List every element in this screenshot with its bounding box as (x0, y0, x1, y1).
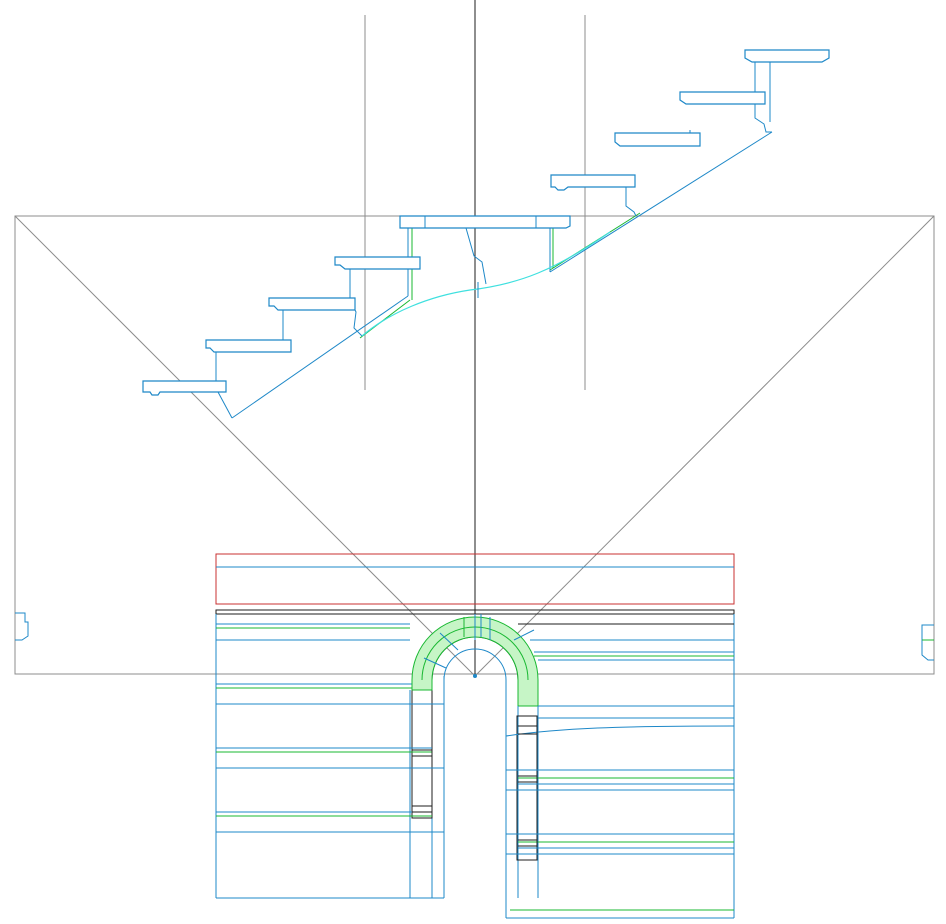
right-rail-end (921, 624, 934, 661)
right-flight-plan (505, 614, 735, 919)
left-flight-plan (215, 614, 445, 899)
left-rail-end (15, 612, 29, 641)
stringer-elevation (215, 60, 773, 419)
turn-section-plan (411, 610, 539, 707)
projection-frame (14, 0, 935, 677)
handrail-curve (361, 227, 611, 337)
stair-treads (142, 49, 830, 396)
